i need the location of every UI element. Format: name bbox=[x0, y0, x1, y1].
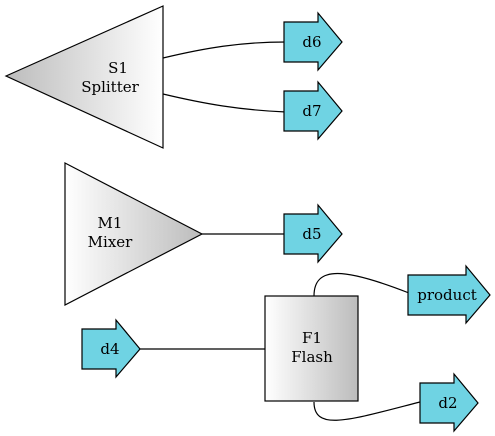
flash-f1-name: F1 bbox=[302, 329, 322, 347]
edge-f1-to-d2 bbox=[313, 401, 421, 421]
splitter-s1[interactable]: S1 Splitter bbox=[4, 5, 164, 149]
stream-product-arrow bbox=[407, 264, 491, 325]
stream-d4[interactable]: d4 bbox=[81, 318, 141, 379]
stream-d5[interactable]: d5 bbox=[283, 203, 343, 264]
edge-s1-to-d7 bbox=[162, 93, 287, 113]
stream-d2[interactable]: d2 bbox=[419, 372, 479, 433]
edge-s1-to-d6 bbox=[162, 41, 287, 59]
flash-f1-type: Flash bbox=[291, 348, 333, 366]
mixer-m1[interactable]: M1 Mixer bbox=[64, 162, 204, 306]
stream-d7-label: d7 bbox=[302, 102, 321, 120]
stream-d5-arrow bbox=[283, 203, 343, 264]
stream-d7[interactable]: d7 bbox=[283, 80, 343, 141]
splitter-s1-shape bbox=[4, 5, 164, 149]
stream-d5-label: d5 bbox=[302, 225, 321, 243]
splitter-s1-type: Splitter bbox=[81, 78, 139, 96]
stream-d4-label: d4 bbox=[100, 340, 119, 358]
stream-product[interactable]: product bbox=[407, 264, 491, 325]
flash-f1-shape bbox=[264, 295, 359, 402]
stream-d6-arrow bbox=[283, 11, 343, 72]
stream-d2-arrow bbox=[419, 372, 479, 433]
stream-d6-label: d6 bbox=[302, 33, 321, 51]
stream-d2-label: d2 bbox=[438, 394, 457, 412]
stream-d6[interactable]: d6 bbox=[283, 11, 343, 72]
stream-product-label: product bbox=[417, 286, 477, 304]
mixer-m1-type: Mixer bbox=[88, 233, 133, 251]
edge-f1-to-product bbox=[313, 272, 410, 297]
splitter-s1-name: S1 bbox=[108, 59, 128, 77]
stream-d7-arrow bbox=[283, 80, 343, 141]
stream-d4-arrow bbox=[81, 318, 141, 379]
mixer-m1-name: M1 bbox=[98, 214, 123, 232]
mixer-m1-shape bbox=[64, 162, 204, 306]
flash-f1[interactable]: F1 Flash bbox=[264, 295, 359, 402]
